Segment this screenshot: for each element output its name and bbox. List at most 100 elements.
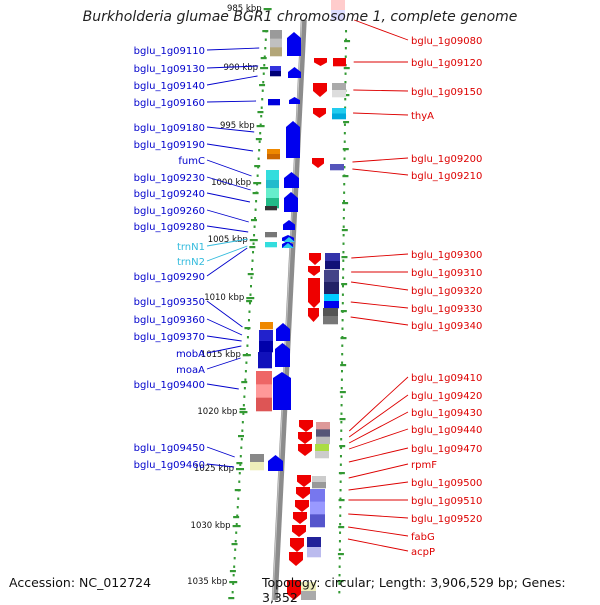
ruler-dot-left xyxy=(256,174,259,177)
reverse-gene-block xyxy=(316,422,330,430)
ruler-dot-right xyxy=(341,327,344,330)
right-gene-label: bglu_1g09120 xyxy=(411,58,482,69)
ruler-tick-left xyxy=(260,57,267,60)
ruler-major-tick xyxy=(246,297,255,300)
forward-gene-arrow xyxy=(276,323,290,341)
left-gene-label: bglu_1g09400 xyxy=(134,380,205,391)
left-gene-label: bglu_1g09460 xyxy=(134,460,205,471)
ruler-tick-left xyxy=(233,516,240,519)
forward-gene-arrow xyxy=(287,32,301,56)
reverse-gene-block xyxy=(324,270,339,283)
ruler-major-tick xyxy=(236,468,245,471)
ruler-dot-left xyxy=(258,140,261,143)
ruler-major-tick xyxy=(239,411,248,414)
left-gene-label: bglu_1g09370 xyxy=(134,332,205,343)
topology-label: Topology: circular; Length: 3,906,529 bp… xyxy=(262,575,566,605)
ruler-dot-right xyxy=(341,293,344,296)
ruler-label: 990 kbp xyxy=(223,63,258,73)
ruler-dot-right xyxy=(343,140,346,143)
reverse-gene-block xyxy=(332,113,346,120)
ruler-dot-left xyxy=(239,455,242,458)
ruler-dot-right xyxy=(338,557,341,560)
chromosome-backbone xyxy=(271,19,307,600)
reverse-gene-block xyxy=(315,444,329,452)
ruler-label: 985 kbp xyxy=(227,4,262,14)
forward-gene-arrow xyxy=(268,455,283,471)
ruler-dot-left xyxy=(263,55,266,58)
ruler-tick-right xyxy=(341,229,348,232)
ruler-dot-left xyxy=(245,361,248,364)
forward-gene-block xyxy=(250,462,264,471)
ruler-label: 1000 kbp xyxy=(211,178,251,188)
ruler-dot-left xyxy=(252,242,255,245)
ruler-dot-right xyxy=(339,531,342,534)
ruler-dot-left xyxy=(248,302,251,305)
ruler-dot-right xyxy=(342,251,345,254)
reverse-gene-block xyxy=(332,108,346,114)
ruler-tick-right xyxy=(339,445,346,448)
reverse-gene-block xyxy=(301,591,316,600)
forward-gene-arrow xyxy=(288,67,301,78)
left-label-connector xyxy=(206,446,235,458)
reverse-gene-block xyxy=(310,514,325,528)
ruler-dot-right xyxy=(342,225,345,228)
ruler-tick-right xyxy=(341,256,348,259)
ruler-label: 1015 kbp xyxy=(201,350,241,360)
reverse-gene-block xyxy=(310,489,325,502)
left-gene-label: bglu_1g09260 xyxy=(134,206,205,217)
ruler-major-tick xyxy=(249,239,258,242)
left-gene-label: bglu_1g09230 xyxy=(134,173,205,184)
ruler-dot-right xyxy=(340,412,343,415)
ruler-major-tick xyxy=(242,354,251,357)
reverse-gene-arrow xyxy=(308,308,319,322)
left-gene-label: bglu_1g09290 xyxy=(134,272,205,283)
ruler-dot-right xyxy=(340,378,343,381)
reverse-gene-block xyxy=(312,482,326,489)
ruler-dot-right xyxy=(339,489,342,492)
left-label-connector xyxy=(206,100,257,103)
ruler-dot-left xyxy=(238,480,241,483)
ruler-dot-left xyxy=(236,506,239,509)
ruler-dot-right xyxy=(339,455,342,458)
left-gene-label: bglu_1g09140 xyxy=(134,81,205,92)
right-label-connector xyxy=(348,411,409,444)
left-gene-label: bglu_1g09190 xyxy=(134,140,205,151)
forward-gene-block xyxy=(266,188,279,199)
left-label-connector xyxy=(206,247,248,277)
right-label-connector xyxy=(350,301,409,309)
forward-gene-block xyxy=(256,397,272,412)
forward-gene-arrow xyxy=(284,172,299,188)
ruler-dot-left xyxy=(232,574,235,577)
reverse-gene-block xyxy=(323,316,338,325)
ruler-dot-right xyxy=(341,353,344,356)
ruler-dot-right xyxy=(342,217,345,220)
forward-gene-block xyxy=(256,371,272,385)
reverse-gene-block xyxy=(307,537,321,548)
left-label-connector xyxy=(206,383,239,390)
forward-gene-block xyxy=(270,66,281,72)
left-gene-label: bglu_1g09160 xyxy=(134,98,205,109)
left-label-connector xyxy=(206,300,243,328)
right-gene-label: bglu_1g09440 xyxy=(411,425,482,436)
gene-features xyxy=(250,0,346,600)
forward-gene-block xyxy=(265,206,277,211)
ruler-tick-left xyxy=(239,408,246,411)
ruler-dot-left xyxy=(261,89,264,92)
left-label-connector xyxy=(206,345,242,354)
right-label-connector xyxy=(352,157,409,163)
ruler-dot-right xyxy=(339,463,342,466)
left-label-connector xyxy=(206,335,242,342)
reverse-gene-block xyxy=(310,501,325,515)
reverse-gene-block xyxy=(316,429,330,437)
reverse-gene-block xyxy=(324,282,339,295)
reverse-gene-block xyxy=(307,547,321,558)
ruler-dot-right xyxy=(342,285,344,288)
reverse-gene-block xyxy=(332,83,346,91)
ruler-dot-right xyxy=(338,540,341,543)
ruler-dot-left xyxy=(238,472,241,475)
reverse-gene-arrow xyxy=(289,552,303,566)
ruler-tick-left xyxy=(247,273,254,276)
forward-gene-block xyxy=(268,99,280,106)
